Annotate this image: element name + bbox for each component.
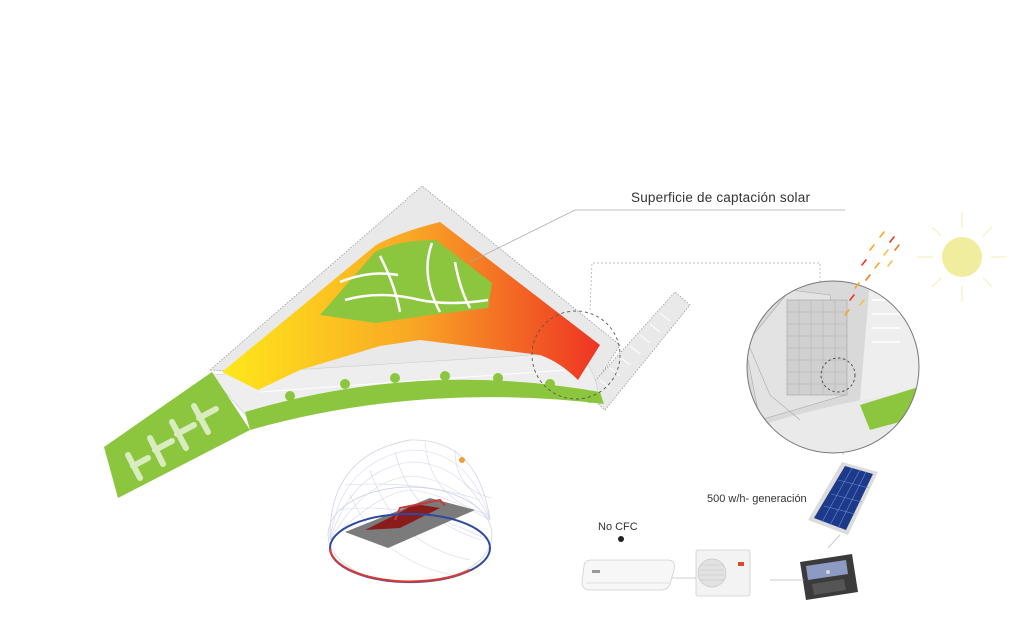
green-bumps [285, 371, 595, 403]
zoom-detail [746, 280, 920, 454]
panel-wire [827, 534, 841, 549]
ac-indoor-unit-icon [581, 559, 675, 591]
sun-path-dome [327, 439, 493, 584]
solar-panel-icon [808, 462, 878, 535]
courtyard-paths [339, 242, 489, 313]
charge-controller-icon [800, 554, 858, 600]
tree-rows [125, 403, 219, 481]
solar-rays [844, 231, 900, 316]
panel-zoom-marker [820, 357, 856, 393]
sun-icon [917, 212, 1007, 302]
generation-label: 500 w/h- generación [707, 493, 807, 505]
ac-outdoor-unit-icon [695, 549, 751, 597]
sun-position-dot [459, 457, 465, 463]
no-cfc-label: No CFC [598, 521, 638, 533]
site-plan [104, 185, 691, 498]
parking-stall-lines [599, 312, 671, 389]
green-belt [245, 379, 604, 430]
zoom-marker [531, 310, 621, 400]
parking-band-lines [259, 369, 566, 393]
solar-surface-label: Superficie de captación solar [631, 190, 811, 205]
no-cfc-dot [618, 536, 624, 542]
parking-strip [584, 291, 691, 411]
